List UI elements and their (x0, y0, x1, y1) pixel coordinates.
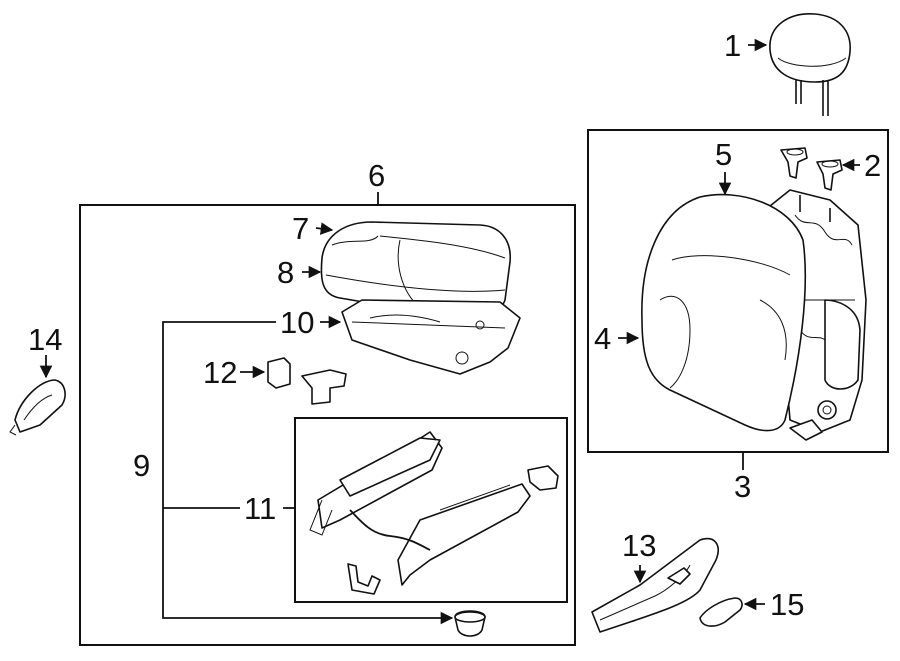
callout-8: 8 (277, 255, 294, 290)
callout-3: 3 (734, 469, 751, 504)
callout-7: 7 (292, 211, 309, 246)
callout-10: 10 (280, 305, 314, 340)
callout-9: 9 (133, 448, 150, 483)
side-shield-icon (591, 538, 719, 633)
leader-9 (162, 321, 454, 625)
callout-13: 13 (622, 528, 656, 563)
clip-icon (267, 357, 347, 405)
seat-track-box (294, 417, 568, 603)
callout-2: 2 (864, 148, 881, 183)
callout-4: 4 (594, 321, 611, 356)
cushion-frame-icon (341, 299, 521, 375)
recliner-cover-icon (9, 379, 66, 436)
callout-14: 14 (28, 322, 62, 357)
seatback-cover-icon (641, 193, 807, 432)
callout-1: 1 (724, 28, 741, 63)
headrest-guide-icon (780, 147, 843, 191)
cushion-assembly-box (79, 204, 576, 646)
callout-15: 15 (770, 587, 804, 622)
seat-track-icon (309, 431, 559, 595)
handle-icon (699, 597, 743, 627)
headrest-icon (769, 13, 851, 116)
callout-12: 12 (203, 355, 237, 390)
callout-6: 6 (368, 158, 385, 193)
callout-5: 5 (715, 137, 732, 172)
seatback-assembly-box (587, 129, 889, 453)
callout-11: 11 (244, 491, 276, 526)
leader-7 (315, 222, 334, 235)
leader-lines (39, 38, 860, 625)
callout-labels: 1 2 3 4 5 6 7 8 9 10 11 12 13 14 15 (28, 28, 881, 622)
bolt-icon (454, 610, 486, 637)
